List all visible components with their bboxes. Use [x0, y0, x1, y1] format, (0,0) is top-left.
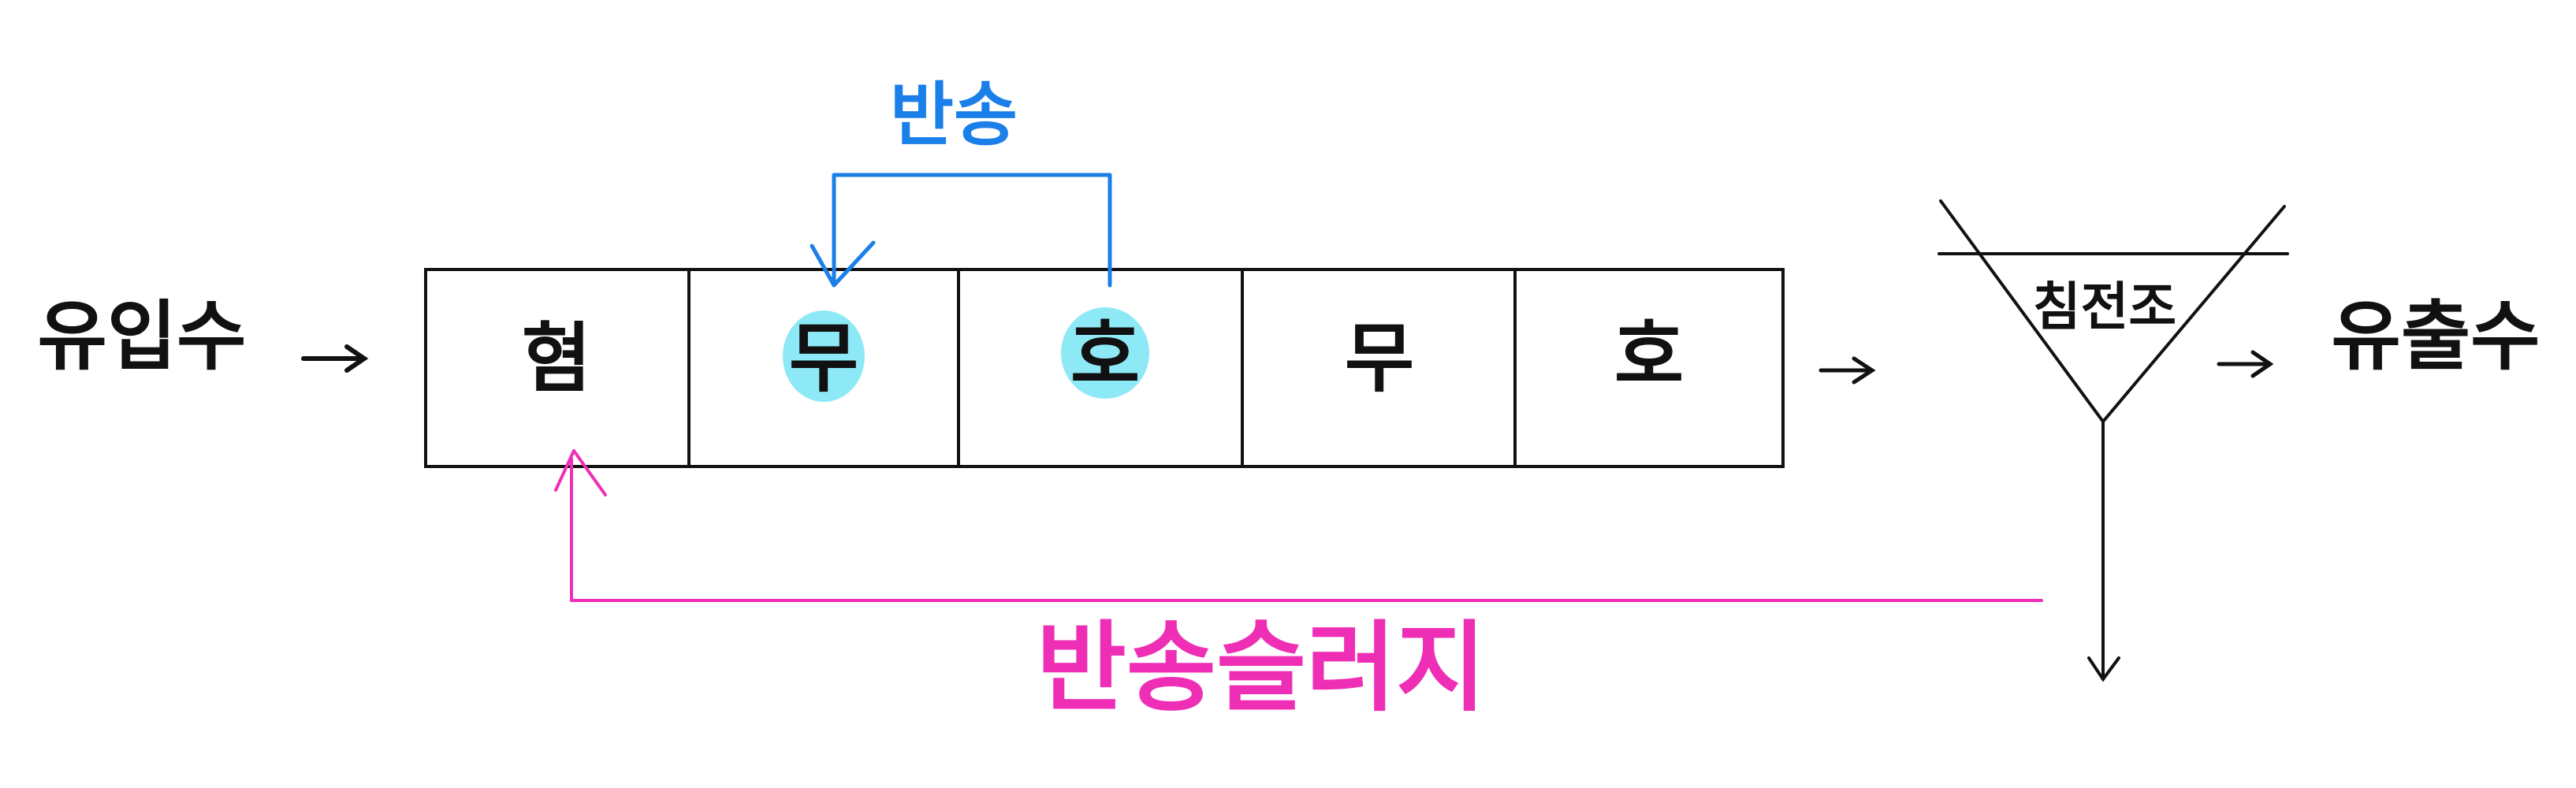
cell-label-1: 혐	[522, 314, 591, 403]
cell-label-4: 무	[1345, 314, 1414, 403]
cell-label-3: 호	[1070, 311, 1140, 400]
internal-recycle-label: 반송	[890, 74, 1018, 155]
return-sludge-label: 반송슬러지	[1037, 611, 1486, 725]
return-sludge-arrow	[554, 449, 2043, 602]
reactor-outflow-arrow	[1818, 356, 1876, 385]
reactor-train: 혐 무 호 무 호	[424, 268, 1785, 468]
highlight-cell-3	[1061, 307, 1149, 399]
reactor-cell-5	[1513, 268, 1785, 468]
clarifier-tank	[1938, 199, 2289, 682]
cell-label-2: 무	[789, 314, 858, 403]
influent-label: 유입수	[38, 292, 247, 381]
highlight-cell-2	[783, 310, 865, 402]
cell-label-5: 호	[1614, 311, 1684, 400]
clarifier-label: 침전조	[2033, 277, 2176, 337]
effluent-label: 유출수	[2332, 292, 2541, 381]
internal-recycle-arrow	[810, 173, 1112, 288]
effluent-arrow	[2217, 350, 2274, 378]
influent-arrow	[301, 344, 369, 373]
